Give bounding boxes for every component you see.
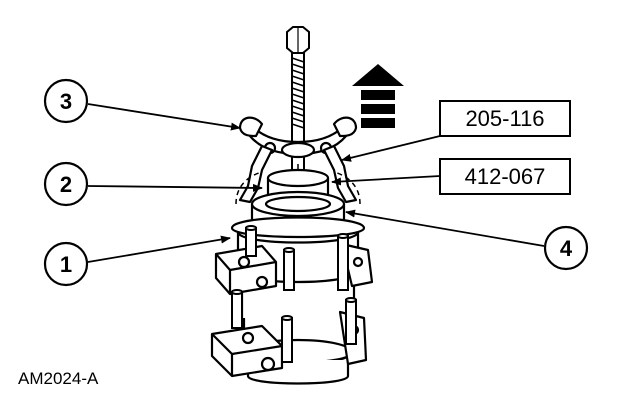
tool-number-a: 205-116 [465, 106, 544, 131]
callout-1-label: 1 [60, 252, 72, 277]
figure-id: AM2024-A [18, 369, 99, 388]
callout-4: 4 [345, 209, 589, 271]
screw-threads [291, 57, 305, 129]
up-arrow-icon [352, 64, 404, 128]
mounting-bracket-upper-left [214, 244, 278, 296]
callout-3: 3 [43, 78, 241, 131]
callout-1: 1 [43, 235, 231, 287]
mounting-bracket-lower-left [210, 324, 284, 378]
callout-2: 2 [43, 161, 263, 207]
callout-3-label: 3 [60, 89, 72, 114]
tool-number-b: 412-067 [465, 164, 546, 189]
callout-4-label: 4 [560, 236, 573, 261]
through-bolts [231, 225, 357, 363]
tool-number-box-a: 205-116 [341, 100, 571, 162]
tool-number-box-b: 412-067 [331, 158, 571, 195]
callout-2-label: 2 [60, 172, 72, 197]
